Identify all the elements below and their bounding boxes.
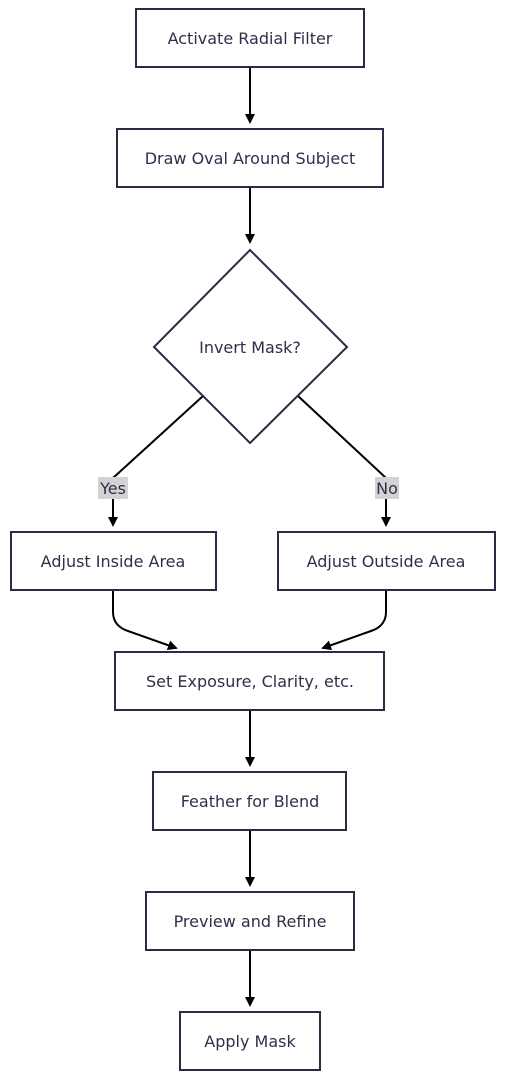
node-draw-label: Draw Oval Around Subject [145, 149, 356, 168]
node-outside-label: Adjust Outside Area [307, 552, 466, 571]
edge-label-no-group: No [375, 477, 399, 499]
node-set-box [114, 651, 385, 711]
node-draw-box [116, 128, 384, 188]
edge-label-yes: Yes [99, 479, 126, 498]
node-preview: Preview and Refine [145, 891, 355, 951]
node-apply-mask: Apply Mask [179, 1011, 321, 1071]
node-feather: Feather for Blend [152, 771, 347, 831]
node-activate-label: Activate Radial Filter [168, 29, 333, 48]
edge-label-yes-group: Yes [98, 477, 128, 499]
node-adjust-outside: Adjust Outside Area [277, 531, 496, 591]
node-activate-radial-filter: Activate Radial Filter [135, 8, 365, 68]
node-invert-label: Invert Mask? [199, 338, 301, 357]
edges [108, 67, 391, 1007]
edge-invert-to-outside [297, 395, 387, 479]
node-preview-box [145, 891, 355, 951]
node-outside-box [277, 531, 496, 591]
edge-inside-to-set [112, 590, 178, 651]
edge-label-no-background [375, 477, 399, 499]
edge-label-no: No [376, 479, 398, 498]
node-adjust-inside: Adjust Inside Area [10, 531, 217, 591]
node-apply-box [179, 1011, 321, 1071]
edge-invert-to-inside [112, 395, 204, 479]
node-feather-box [152, 771, 347, 831]
node-inside-box [10, 531, 217, 591]
node-invert-diamond [152, 248, 349, 445]
node-feather-label: Feather for Blend [181, 792, 320, 811]
node-preview-label: Preview and Refine [174, 912, 327, 931]
edge-label-yes-background [98, 477, 128, 499]
node-invert-mask-decision: Invert Mask? [152, 248, 349, 445]
edge-outside-to-set [321, 590, 387, 651]
node-set-exposure: Set Exposure, Clarity, etc. [114, 651, 385, 711]
node-apply-label: Apply Mask [204, 1032, 296, 1051]
node-set-label: Set Exposure, Clarity, etc. [146, 672, 354, 691]
node-activate-box [135, 8, 365, 68]
node-inside-label: Adjust Inside Area [41, 552, 186, 571]
node-draw-oval: Draw Oval Around Subject [116, 128, 384, 188]
